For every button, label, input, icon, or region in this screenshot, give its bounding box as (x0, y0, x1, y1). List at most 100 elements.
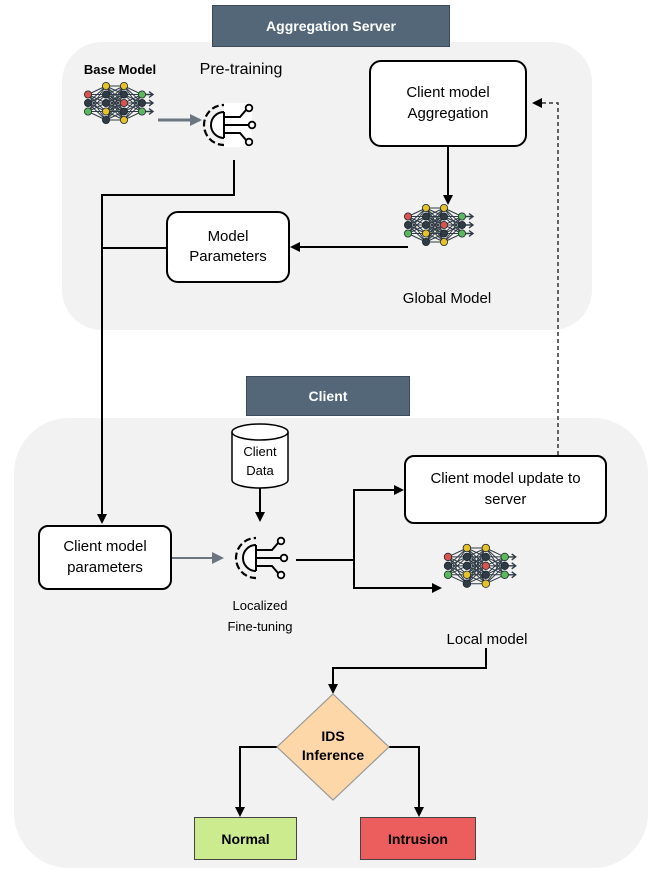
client-update-line1: Client model update to (430, 470, 581, 488)
nn-node (462, 570, 472, 579)
aggregation-label-line1: Client model (406, 84, 490, 102)
nn-edge (87, 94, 107, 112)
nn-edge (425, 207, 445, 234)
nn-node (84, 90, 93, 99)
nn-node (481, 579, 490, 588)
nn-node (500, 552, 509, 562)
nn-node (403, 229, 412, 238)
ids-decision-diamond (276, 693, 390, 801)
arrow-finetune-to-update (353, 485, 404, 560)
base-model-label: Base Model (83, 62, 157, 77)
nn-edge (447, 556, 468, 576)
client-header: Client (246, 376, 410, 416)
nn-node (120, 99, 129, 108)
nn-edge (425, 224, 445, 243)
nn-edge (407, 207, 427, 226)
nn-edge (447, 547, 468, 567)
nn-edge (425, 207, 445, 243)
nn-edge (105, 94, 125, 121)
pretraining-label: Pre-training (199, 61, 283, 78)
client-params-line1: Client model (63, 538, 147, 556)
nn-edge (466, 565, 487, 585)
nn-edge (485, 565, 506, 585)
nn-edge (123, 94, 143, 121)
server-title: Aggregation Server (266, 18, 396, 34)
neural-network-icon (84, 82, 155, 125)
model-parameters-line1: Model (207, 227, 249, 245)
nn-node (481, 561, 490, 571)
normal-label: Normal (221, 830, 270, 847)
arrow-ids-to-normal (235, 746, 277, 817)
nn-node (439, 237, 448, 246)
nn-node (137, 99, 146, 108)
arrow-finetune-to-local (353, 560, 442, 593)
nn-edge (447, 547, 468, 576)
arrow-pretraining-to-client-params (97, 160, 235, 524)
nn-edge (123, 94, 143, 112)
client-data-label: Client Data (232, 443, 288, 481)
client-params-line2: parameters (67, 558, 143, 576)
nn-edge (466, 547, 487, 567)
nn-edge (123, 102, 143, 121)
nn-node (403, 212, 412, 221)
nn-node (137, 90, 146, 99)
nn-node (102, 116, 111, 125)
model-parameters-line2: Parameters (189, 248, 267, 265)
nn-node (137, 107, 146, 116)
intrusion-label: Intrusion (388, 830, 448, 847)
nn-edge (105, 102, 125, 121)
server-header: Aggregation Server (212, 5, 450, 47)
nn-edge (87, 85, 107, 104)
client-data-line2: Data (246, 462, 274, 478)
nn-node (120, 82, 129, 91)
nn-node (403, 220, 412, 229)
finetuning-line1: Localized (232, 598, 288, 613)
nn-edge (87, 85, 107, 112)
nn-node (443, 552, 453, 562)
arrow-update-to-aggregation (532, 98, 559, 455)
finetuning-line2: Fine-tuning (227, 618, 293, 634)
nn-node (102, 99, 111, 108)
nn-node (102, 90, 111, 99)
nn-node (462, 543, 472, 553)
ids-label-line2: Inference (301, 746, 365, 763)
nn-node (500, 570, 509, 579)
nn-edge (466, 547, 487, 584)
nn-node (462, 552, 472, 562)
nn-node (481, 543, 490, 553)
nn-edge (105, 85, 125, 104)
nn-edge (485, 556, 506, 584)
nn-node (443, 570, 453, 579)
finetuning-label: Localized Fine-tuning (205, 596, 315, 638)
nn-edge (425, 216, 445, 243)
nn-node (84, 107, 93, 116)
nn-edge (105, 85, 125, 112)
nn-edge (443, 216, 463, 243)
local-model-label: Local model (446, 631, 528, 648)
aggregation-label-line2: Aggregation (407, 104, 489, 122)
arrow-local-to-ids (328, 648, 487, 694)
neural-network-icon (443, 543, 517, 588)
client-title: Client (308, 388, 348, 404)
nn-edge (425, 207, 445, 226)
client-data-line1: Client (243, 444, 277, 459)
nn-node (102, 82, 111, 91)
nn-node (421, 229, 430, 238)
normal-box: Normal (194, 817, 297, 860)
ids-label-line1: IDS (321, 728, 345, 744)
aggregation-box: Client model Aggregation (369, 60, 527, 147)
nn-node (439, 229, 448, 238)
nn-node (462, 579, 472, 588)
nn-node (500, 561, 509, 571)
gear-circuit-icon (202, 103, 257, 147)
client-params-box: Client model parameters (38, 525, 172, 590)
nn-node (462, 561, 472, 571)
gear-circuit-icon (234, 536, 289, 580)
nn-edge (485, 556, 506, 576)
nn-node (120, 90, 129, 99)
client-update-line2: server (484, 490, 527, 508)
nn-node (102, 107, 111, 116)
nn-node (120, 107, 129, 116)
nn-edge (443, 216, 463, 234)
nn-edge (466, 547, 487, 576)
